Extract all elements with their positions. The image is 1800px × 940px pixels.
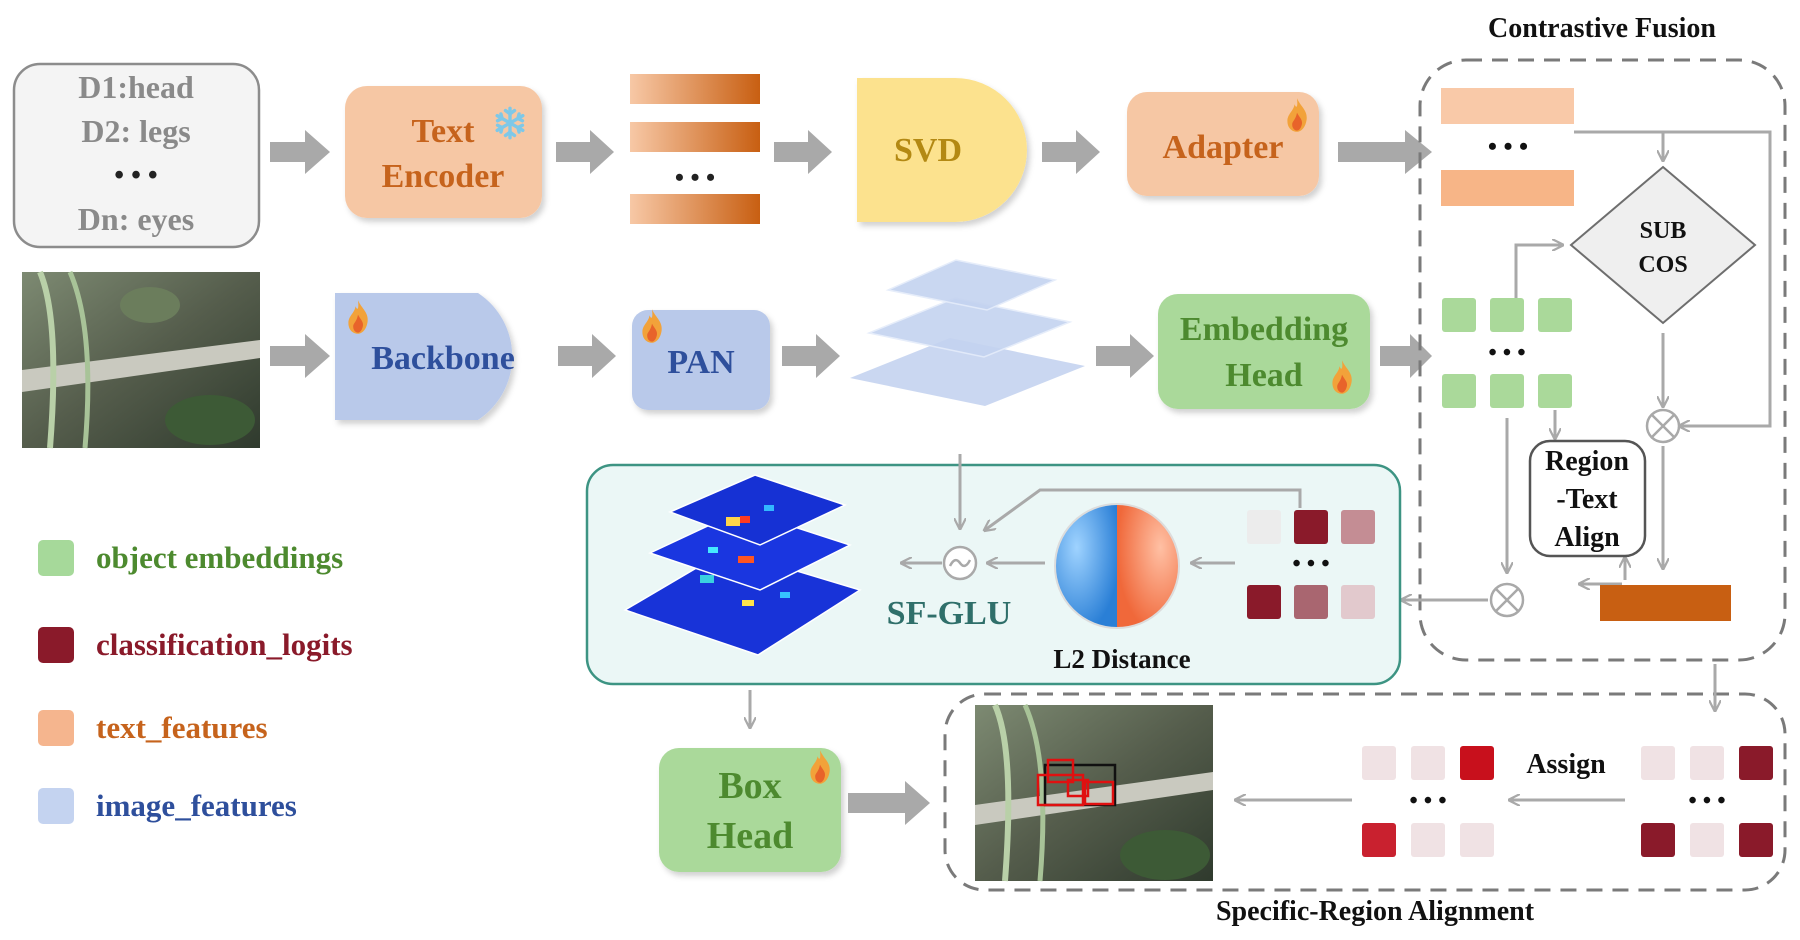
logit-grid-ellipsis: • • •: [1292, 551, 1329, 577]
heatmap-stack: [623, 474, 862, 656]
text-encoder-label-2: Encoder: [382, 158, 505, 195]
multiply-node-lower: [1489, 582, 1525, 618]
specific-region-alignment-title: Specific-Region Alignment: [1216, 896, 1535, 927]
fusion-text-ellipsis: • • •: [1488, 132, 1528, 161]
adapter-block: [1127, 92, 1319, 196]
descriptor-line-4: Dn: eyes: [78, 201, 194, 237]
box-head-block: [659, 748, 841, 872]
l2-distance-sphere: [1054, 503, 1180, 629]
specific-region-alignment-panel: [943, 692, 1787, 892]
contrastive-fusion-title: Contrastive Fusion: [1488, 13, 1716, 44]
box-head-label-2: Head: [707, 815, 794, 857]
arrow-maps-to-embedding-head: [1096, 334, 1154, 378]
text-feature-bars: • • •: [630, 74, 760, 224]
region-text-align-label-1: Region: [1545, 446, 1629, 477]
sub-cos-label-2: COS: [1638, 252, 1687, 278]
logit-grid-sf-glu: [1247, 510, 1375, 619]
arrow-descriptors-to-encoder: [270, 130, 330, 174]
legend: object embeddings classification_logits …: [38, 540, 353, 824]
descriptor-ellipsis: • • •: [114, 160, 157, 191]
text-encoder-label-1: Text: [412, 113, 476, 150]
region-text-align-label-2: -Text: [1556, 484, 1618, 515]
embedding-head-label-1: Embedding: [1180, 311, 1348, 348]
fusion-connectors: [1402, 130, 1772, 600]
multiply-node-upper: [1645, 408, 1681, 444]
raw-logit-grid: [1641, 746, 1773, 857]
embedding-head-label-2: Head: [1225, 357, 1303, 394]
adapter-label: Adapter: [1163, 129, 1284, 166]
box-head-label-1: Box: [718, 765, 781, 807]
arrow-encoder-to-features: [556, 130, 614, 174]
feature-bars-ellipsis: • • •: [675, 163, 715, 192]
text-encoder-block: [345, 86, 542, 218]
descriptor-line-2: D2: legs: [81, 113, 190, 149]
contrastive-fusion-panel: [1418, 58, 1787, 662]
gate-node: [942, 545, 978, 581]
pan-block: [632, 310, 770, 410]
legend-label-text-features: text_features: [96, 710, 268, 745]
arrow-pan-to-feature-maps: [782, 334, 840, 378]
legend-swatch-text-features: [38, 710, 74, 746]
arrow-embedding-to-fusion: [1380, 334, 1432, 378]
legend-swatch-classification-logits: [38, 627, 74, 663]
fusion-embed-ellipsis: • • •: [1488, 340, 1525, 366]
detection-result-image: [975, 703, 1213, 882]
legend-swatch-image-features: [38, 788, 74, 824]
fusion-text-feature-2: [1441, 170, 1574, 206]
arrow-features-to-svd: [774, 130, 832, 174]
pan-label: PAN: [667, 344, 735, 381]
svd-block: [857, 78, 1027, 222]
embedding-head-block: [1158, 294, 1370, 409]
svd-label: SVD: [894, 132, 962, 169]
arrow-box-head-to-result: [848, 781, 930, 825]
region-text-align-block: [1528, 439, 1647, 558]
assigned-logit-grid: [1362, 746, 1494, 857]
sub-cos-diamond: [1569, 165, 1757, 325]
sf-glu-connectors: [902, 454, 1302, 563]
fusion-object-embeddings: [1442, 298, 1572, 408]
fused-text-feature-bar: [1600, 585, 1731, 621]
legend-label-classification-logits: classification_logits: [96, 627, 353, 662]
assigned-grid-ellipsis: • • •: [1409, 788, 1446, 814]
arrow-backbone-to-pan: [558, 334, 616, 378]
sub-cos-label-1: SUB: [1640, 218, 1687, 244]
arrow-adapter-to-fusion: [1338, 130, 1432, 174]
l2-distance-label: L2 Distance: [1053, 644, 1190, 674]
sf-glu-label: SF-GLU: [887, 595, 1012, 632]
fusion-text-feature-1: [1441, 88, 1574, 124]
arrow-image-to-backbone: [270, 334, 330, 378]
arrow-svd-to-adapter: [1042, 130, 1100, 174]
backbone-block: [335, 293, 513, 420]
legend-label-object-embeddings: object embeddings: [96, 540, 343, 575]
feature-map-stack: [850, 259, 1085, 406]
assign-label: Assign: [1526, 749, 1606, 780]
raw-grid-ellipsis: • • •: [1688, 788, 1725, 814]
legend-label-image-features: image_features: [96, 788, 297, 823]
input-image: [22, 270, 260, 449]
region-text-align-label-3: Align: [1554, 522, 1620, 553]
descriptor-line-1: D1:head: [78, 69, 194, 105]
legend-swatch-object-embeddings: [38, 540, 74, 576]
backbone-label: Backbone: [371, 340, 515, 377]
descriptor-box: D1:head D2: legs • • • Dn: eyes: [12, 62, 261, 249]
